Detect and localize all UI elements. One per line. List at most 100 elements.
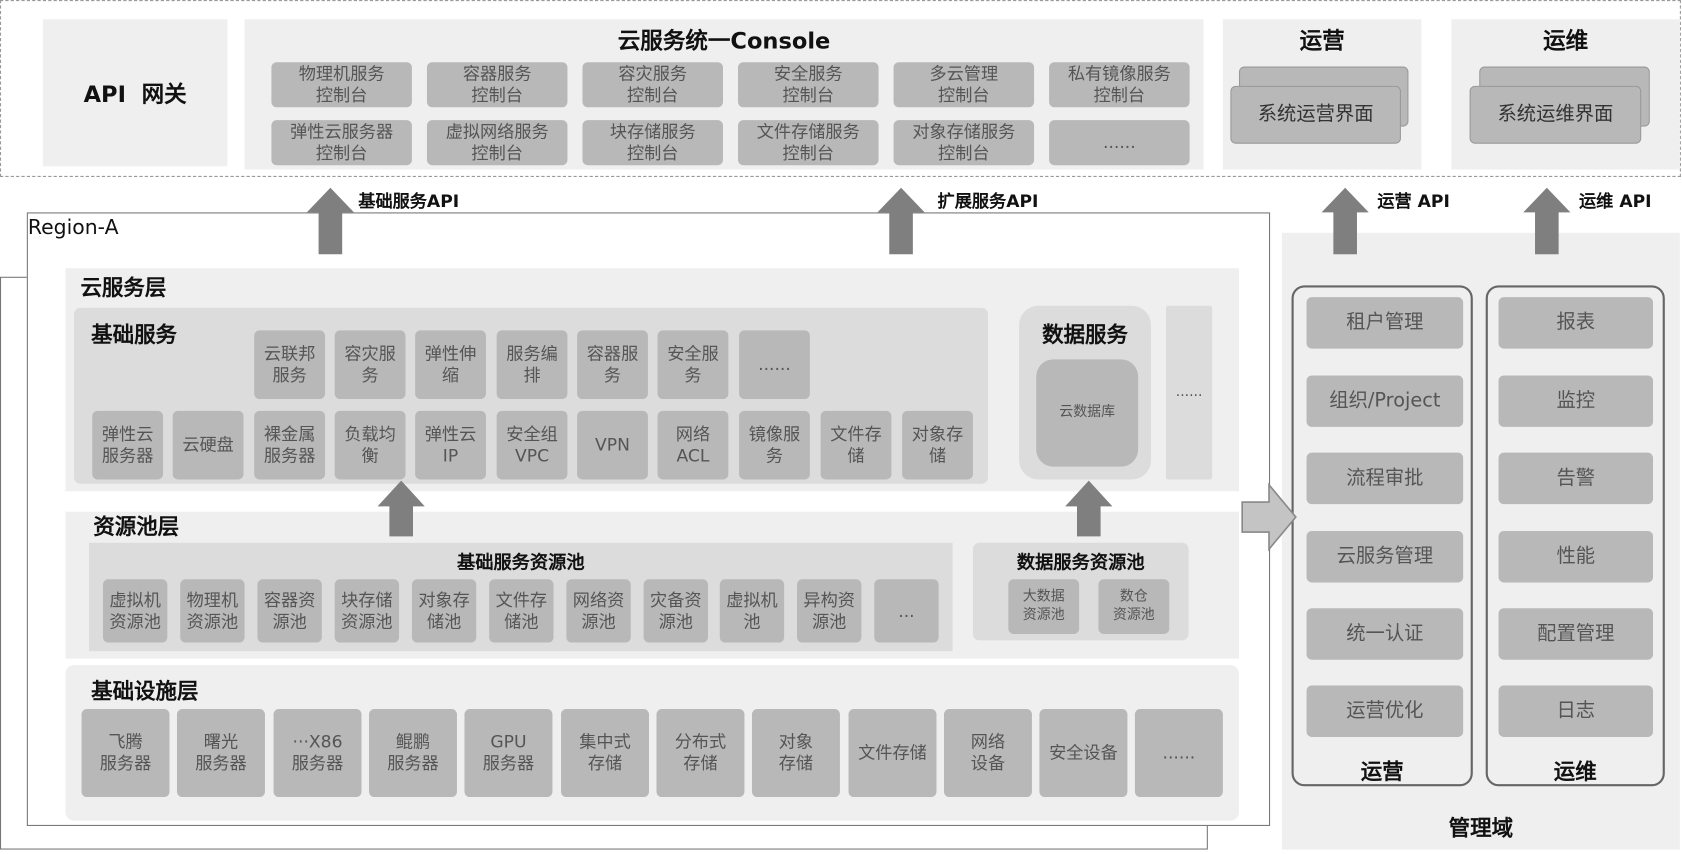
basic-service-item[interactable]: 容器服 务 (577, 330, 648, 400)
ops-function-item[interactable]: 租户管理 (1306, 297, 1464, 349)
ops-console-card[interactable]: 系统运营界面 (1230, 85, 1401, 144)
up-arrow-icon (1523, 187, 1571, 255)
resource-pool-item[interactable]: 文件存 储池 (489, 579, 554, 643)
infra-layer-title: 基础设施层 (91, 677, 199, 704)
api-gateway: API 网关 (42, 19, 228, 167)
data-pool-title: 数据服务资源池 (1016, 552, 1145, 574)
infrastructure-item[interactable]: 集中式 存储 (561, 709, 649, 798)
console-title: 云服务统一Console (617, 27, 831, 54)
basic-service-item[interactable]: 云联邦 服务 (254, 330, 326, 400)
resource-pool-item[interactable]: 虚拟机 池 (719, 579, 785, 643)
basic-service-item[interactable]: 容灾服 务 (334, 330, 406, 400)
maint-function-item[interactable]: 配置管理 (1498, 608, 1654, 660)
basic-service-item[interactable]: ...... (739, 330, 810, 400)
up-arrow-icon (1065, 480, 1113, 537)
basic-service-item[interactable]: VPN (577, 410, 648, 480)
basic-service-item[interactable]: 弹性云 服务器 (92, 410, 164, 480)
up-arrow-icon (306, 187, 354, 255)
resource-pool-item[interactable]: ... (874, 579, 939, 643)
console-item[interactable]: ...... (1049, 120, 1190, 166)
maint-column-label: 运维 (1553, 758, 1597, 785)
api-gateway-label: API 网关 (83, 80, 187, 107)
console-item[interactable]: 私有镜像服务 控制台 (1049, 62, 1190, 108)
ops-column-label: 运营 (1360, 758, 1404, 785)
resource-pool-item[interactable]: 物理机 资源池 (180, 579, 245, 643)
console-item[interactable]: 物理机服务 控制台 (271, 62, 412, 108)
up-arrow-icon (1321, 187, 1369, 255)
resource-pool-item[interactable]: 虚拟机 资源池 (102, 579, 168, 643)
basic-service-item[interactable]: 镜像服 务 (739, 410, 810, 480)
pool-layer-title: 资源池层 (93, 513, 180, 540)
console-item[interactable]: 容器服务 控制台 (426, 62, 568, 108)
console-item[interactable]: 容灾服务 控制台 (582, 62, 723, 108)
ops-function-item[interactable]: 统一认证 (1306, 608, 1464, 660)
maint-function-item[interactable]: 日志 (1498, 685, 1654, 737)
basic-service-item[interactable]: 网络 ACL (657, 410, 729, 480)
maint-function-item[interactable]: 监控 (1498, 375, 1654, 427)
infrastructure-item[interactable]: 飞腾 服务器 (81, 709, 170, 798)
infrastructure-item[interactable]: 对象 存储 (751, 709, 840, 798)
ops-api-label: 运营 API (1377, 190, 1450, 212)
resource-pool-item[interactable]: 灾备资 源池 (643, 579, 708, 643)
infrastructure-item[interactable]: 文件存储 (848, 709, 937, 798)
management-domain-title: 管理域 (1448, 815, 1514, 841)
region-label: Region-A (27, 215, 119, 240)
basic-pool-title: 基础服务资源池 (456, 552, 585, 574)
console-item[interactable]: 块存储服务 控制台 (582, 120, 723, 166)
maint-function-item[interactable]: 报表 (1498, 297, 1654, 349)
console-item[interactable]: 多云管理 控制台 (893, 62, 1035, 108)
right-arrow-icon (1241, 482, 1297, 552)
up-arrow-icon (377, 480, 425, 537)
ops-function-item[interactable]: 运营优化 (1306, 685, 1464, 737)
basic-service-item[interactable]: 文件存 储 (820, 410, 892, 480)
basic-services-title: 基础服务 (91, 321, 177, 348)
data-services-title: 数据服务 (1042, 321, 1128, 348)
infrastructure-item[interactable]: 鲲鹏 服务器 (369, 709, 457, 798)
console-item[interactable]: 安全服务 控制台 (738, 62, 879, 108)
basic-service-item[interactable]: 云硬盘 (172, 410, 244, 480)
extended-api-label: 扩展服务API (937, 190, 1039, 212)
console-item[interactable]: 对象存储服务 控制台 (893, 120, 1035, 166)
maint-function-item[interactable]: 告警 (1498, 452, 1654, 505)
basic-service-item[interactable]: 弹性云 IP (415, 410, 486, 480)
basic-service-item[interactable]: 负载均 衡 (334, 410, 406, 480)
cloud-database[interactable]: 云数据库 (1036, 359, 1139, 467)
infrastructure-item[interactable]: ...... (1134, 709, 1223, 798)
maint-column (1485, 285, 1665, 787)
top-portal-region (0, 0, 1681, 177)
up-arrow-icon (877, 187, 925, 255)
ops-function-item[interactable]: 组织/Project (1306, 375, 1464, 427)
maint-api-label: 运维 API (1579, 190, 1652, 212)
resource-pool-item[interactable]: 对象存 储池 (411, 579, 477, 643)
console-item[interactable]: 弹性云服务器 控制台 (271, 120, 412, 166)
console-item[interactable]: 虚拟网络服务 控制台 (426, 120, 568, 166)
maint-portal-title: 运维 (1543, 27, 1589, 54)
basic-service-item[interactable]: 对象存 储 (902, 410, 973, 480)
data-pool-item[interactable]: 大数据 资源池 (1008, 579, 1080, 634)
basic-service-item[interactable]: 裸金属 服务器 (254, 410, 326, 480)
ops-portal-title: 运营 (1299, 27, 1345, 54)
basic-service-item[interactable]: 服务编 排 (496, 330, 568, 400)
infrastructure-item[interactable]: 网络 设备 (943, 709, 1032, 798)
basic-service-item[interactable]: 弹性伸 缩 (415, 330, 486, 400)
resource-pool-item[interactable]: 容器资 源池 (257, 579, 322, 643)
resource-pool-item[interactable]: 网络资 源池 (566, 579, 631, 643)
basic-service-item[interactable]: 安全组 VPC (496, 410, 568, 480)
infrastructure-item[interactable]: 安全设备 (1039, 709, 1128, 798)
resource-pool-item[interactable]: 块存储 资源池 (334, 579, 400, 643)
infrastructure-item[interactable]: 曙光 服务器 (176, 709, 265, 798)
infrastructure-item[interactable]: GPU 服务器 (464, 709, 553, 798)
console-item[interactable]: 文件存储服务 控制台 (738, 120, 879, 166)
infrastructure-item[interactable]: ···X86 服务器 (273, 709, 362, 798)
maint-function-item[interactable]: 性能 (1498, 530, 1654, 583)
basic-service-item[interactable]: 安全服 务 (657, 330, 729, 400)
ops-function-item[interactable]: 流程审批 (1306, 452, 1464, 505)
maint-console-card[interactable]: 系统运维界面 (1469, 85, 1642, 144)
data-pool-item[interactable]: 数仓 资源池 (1098, 579, 1170, 634)
ops-function-item[interactable]: 云服务管理 (1306, 530, 1464, 583)
resource-pool-item[interactable]: 异构资 源池 (797, 579, 862, 643)
ops-column (1291, 285, 1473, 787)
infrastructure-item[interactable]: 分布式 存储 (656, 709, 745, 798)
